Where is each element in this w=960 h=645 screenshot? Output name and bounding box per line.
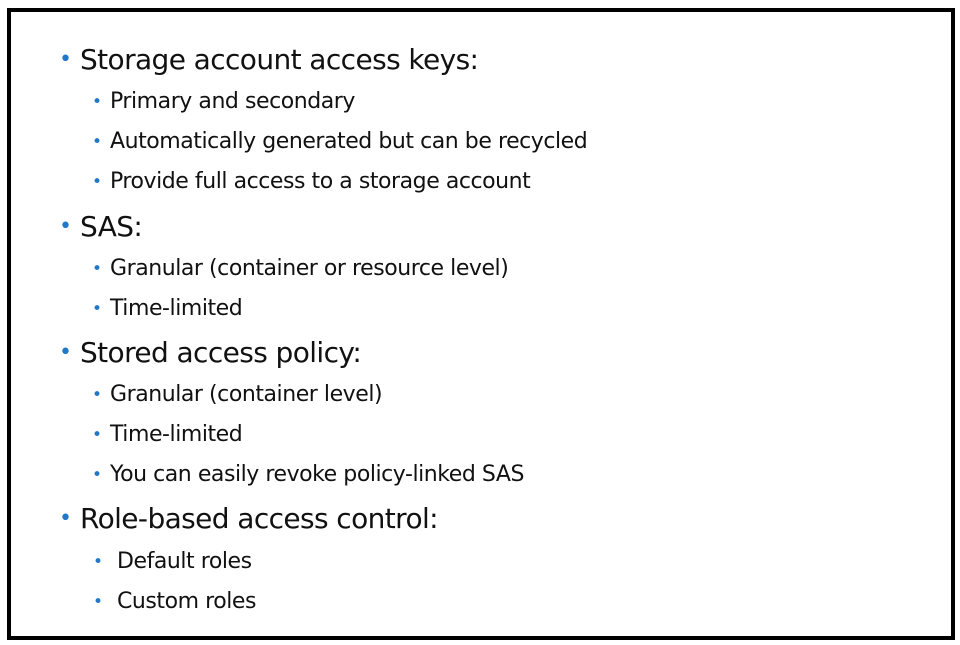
list-item-text: Time-limited (110, 422, 243, 447)
bullet-icon: • (59, 340, 72, 365)
list-item: • Provide full access to a storage accou… (92, 169, 531, 194)
bullet-icon: • (59, 214, 72, 239)
list-item-text: You can easily revoke policy-linked SAS (110, 462, 524, 487)
list-item: • Default roles (93, 549, 252, 574)
heading-text: SAS: (80, 210, 143, 243)
slide-frame: • Storage account access keys: • Primary… (7, 8, 955, 640)
section-heading-storage-keys: • Storage account access keys: (59, 43, 479, 76)
list-item: • You can easily revoke policy-linked SA… (92, 462, 524, 487)
bullet-icon: • (93, 592, 103, 612)
list-item: • Granular (container level) (92, 382, 383, 407)
heading-text: Role-based access control: (80, 502, 439, 535)
bullet-icon: • (92, 132, 102, 152)
section-heading-stored-access-policy: • Stored access policy: (59, 336, 362, 369)
bullet-icon: • (59, 506, 72, 531)
bullet-list: • Storage account access keys: • Primary… (11, 12, 951, 636)
bullet-icon: • (92, 465, 102, 485)
bullet-icon: • (93, 552, 103, 572)
list-item-text: Time-limited (110, 296, 243, 321)
list-item-text: Granular (container level) (110, 382, 383, 407)
section-heading-sas: • SAS: (59, 210, 143, 243)
list-item-text: Custom roles (117, 589, 257, 614)
bullet-icon: • (92, 172, 102, 192)
bullet-icon: • (92, 299, 102, 319)
list-item-text: Provide full access to a storage account (110, 169, 531, 194)
bullet-icon: • (92, 259, 102, 279)
heading-text: Stored access policy: (80, 336, 362, 369)
bullet-icon: • (92, 385, 102, 405)
list-item: • Automatically generated but can be rec… (92, 129, 588, 154)
list-item-text: Automatically generated but can be recyc… (110, 129, 588, 154)
list-item: • Time-limited (92, 422, 243, 447)
list-item: • Time-limited (92, 296, 243, 321)
list-item-text: Default roles (117, 549, 252, 574)
bullet-icon: • (92, 92, 102, 112)
section-heading-rbac: • Role-based access control: (59, 502, 439, 535)
bullet-icon: • (92, 425, 102, 445)
list-item-text: Granular (container or resource level) (110, 256, 509, 281)
list-item-text: Primary and secondary (110, 89, 355, 114)
heading-text: Storage account access keys: (80, 43, 479, 76)
list-item: • Granular (container or resource level) (92, 256, 509, 281)
list-item: • Primary and secondary (92, 89, 355, 114)
list-item: • Custom roles (93, 589, 257, 614)
bullet-icon: • (59, 47, 72, 72)
